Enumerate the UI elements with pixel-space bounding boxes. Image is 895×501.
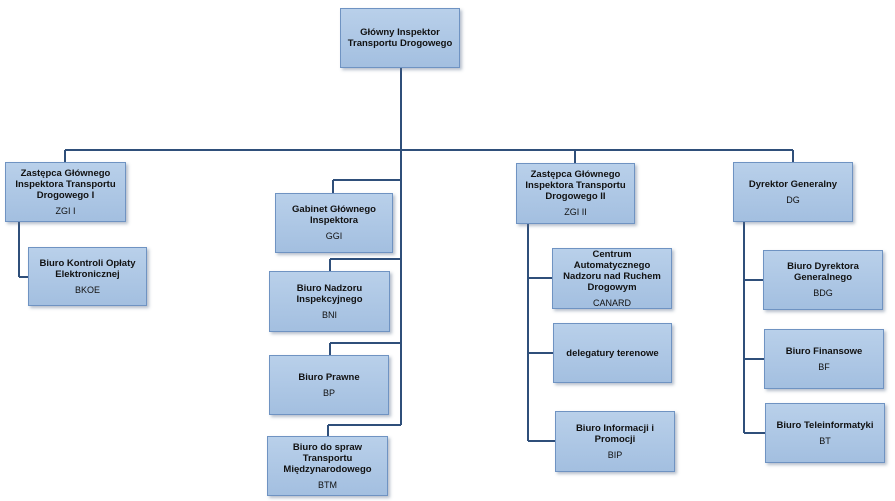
node-zgi-1: Zastępca Głównego Inspektora Transportu … — [5, 162, 126, 222]
node-bip: Biuro Informacji i Promocji BIP — [555, 411, 675, 472]
node-title: Dyrektor Generalny — [748, 178, 838, 190]
node-title: Zastępca Głównego Inspektora Transportu … — [15, 167, 116, 201]
node-title: Biuro Finansowe — [785, 345, 863, 357]
node-title: Zastępca Głównego Inspektora Transportu … — [525, 169, 626, 202]
node-title: Główny Inspektor Transportu Drogowego — [347, 27, 453, 49]
node-abbr: BT — [819, 435, 831, 446]
node-title: Biuro Nadzoru Inspekcyjnego — [296, 282, 363, 305]
node-abbr: BDG — [813, 288, 833, 298]
node-abbr: ZGI II — [564, 207, 587, 217]
node-glowny-inspektor: Główny Inspektor Transportu Drogowego — [340, 8, 460, 68]
node-title: Centrum Automatycznego Nadzoru nad Ruche… — [563, 248, 661, 293]
node-abbr: BP — [322, 387, 335, 398]
node-abbr: GGI — [325, 231, 343, 241]
node-bf: Biuro Finansowe BF — [764, 329, 884, 389]
node-title: Biuro do spraw Transportu Międzynarodowe… — [283, 441, 372, 475]
node-abbr: BKOE — [74, 284, 100, 295]
node-bni: Biuro Nadzoru Inspekcyjnego BNI — [269, 271, 390, 332]
node-title: Biuro Dyrektora Generalnego — [787, 261, 859, 283]
node-btm: Biuro do spraw Transportu Międzynarodowe… — [267, 436, 388, 496]
node-title: delegatury terenowe — [566, 347, 659, 359]
node-dg: Dyrektor Generalny DG — [733, 162, 853, 222]
node-bdg: Biuro Dyrektora Generalnego BDG — [763, 250, 883, 310]
node-abbr: ZGI I — [55, 205, 76, 216]
node-abbr: BIP — [607, 449, 623, 460]
node-abbr: DG — [786, 194, 800, 205]
node-title: Gabinet Głównego Inspektora — [292, 204, 376, 226]
node-delegatury: delegatury terenowe — [553, 323, 672, 383]
node-abbr: CANARD — [592, 297, 631, 308]
node-bp: Biuro Prawne BP — [269, 355, 389, 415]
node-abbr: BF — [818, 361, 830, 372]
node-zgi-2: Zastępca Głównego Inspektora Transportu … — [516, 163, 635, 224]
node-canard: Centrum Automatycznego Nadzoru nad Ruche… — [552, 248, 672, 309]
node-title: Biuro Kontroli Opłaty Elektronicznej — [39, 257, 136, 280]
node-gabinet: Gabinet Głównego Inspektora GGI — [275, 193, 393, 253]
node-title: Biuro Informacji i Promocji — [575, 422, 655, 445]
node-title: Biuro Teleinformatyki — [776, 419, 874, 431]
node-abbr: BNI — [321, 309, 337, 320]
node-abbr: BTM — [318, 479, 337, 490]
node-title: Biuro Prawne — [298, 371, 360, 383]
node-bkoe: Biuro Kontroli Opłaty Elektronicznej BKO… — [28, 247, 147, 306]
node-bt: Biuro Teleinformatyki BT — [765, 403, 885, 463]
